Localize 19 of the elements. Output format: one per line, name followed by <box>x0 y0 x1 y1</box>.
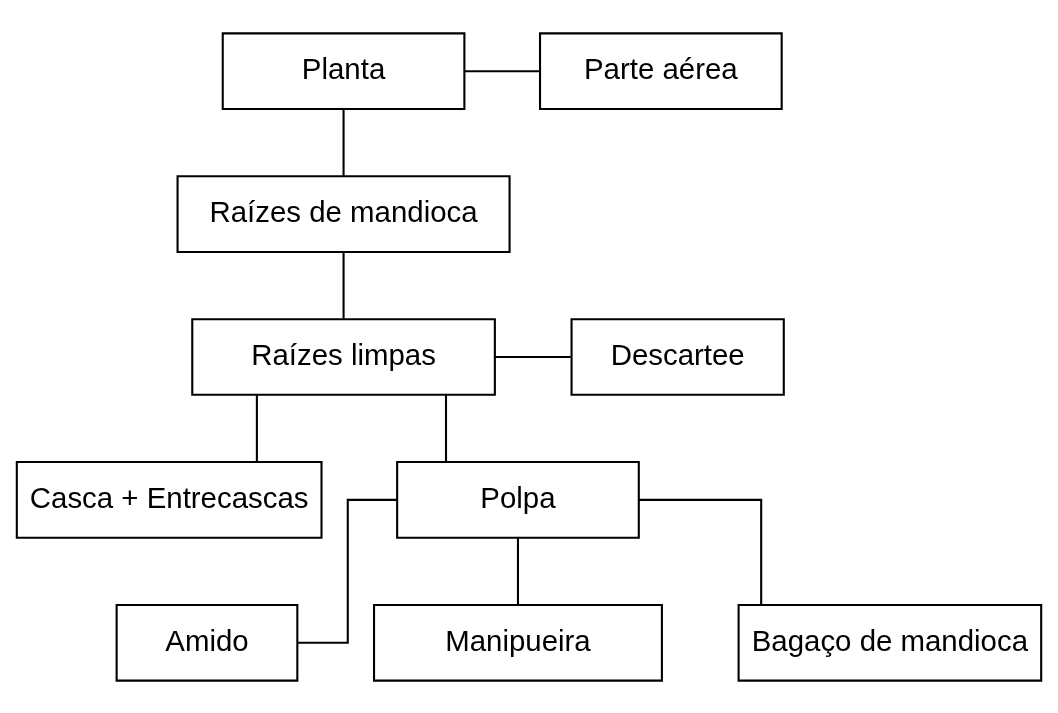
connector <box>255 394 258 461</box>
node-box: Amido <box>115 603 299 682</box>
node-box: Polpa <box>396 460 640 539</box>
connector <box>342 109 345 176</box>
connector <box>638 498 763 604</box>
node-box: Manipueira <box>372 603 663 682</box>
connector <box>464 69 540 72</box>
connector <box>297 498 397 644</box>
node-box: Parte aérea <box>539 31 783 110</box>
node-box: Bagaço de mandioca <box>737 603 1043 682</box>
node-box: Raízes de mandioca <box>176 174 511 253</box>
connector <box>444 394 448 461</box>
connector <box>495 355 571 358</box>
node-box: Casca + Entrecascas <box>15 460 323 539</box>
node-box: Planta <box>221 31 466 110</box>
connector <box>342 251 345 319</box>
node-box: Raízes limpas <box>191 317 496 396</box>
connector <box>516 537 519 604</box>
node-box: Descartee <box>570 317 785 396</box>
